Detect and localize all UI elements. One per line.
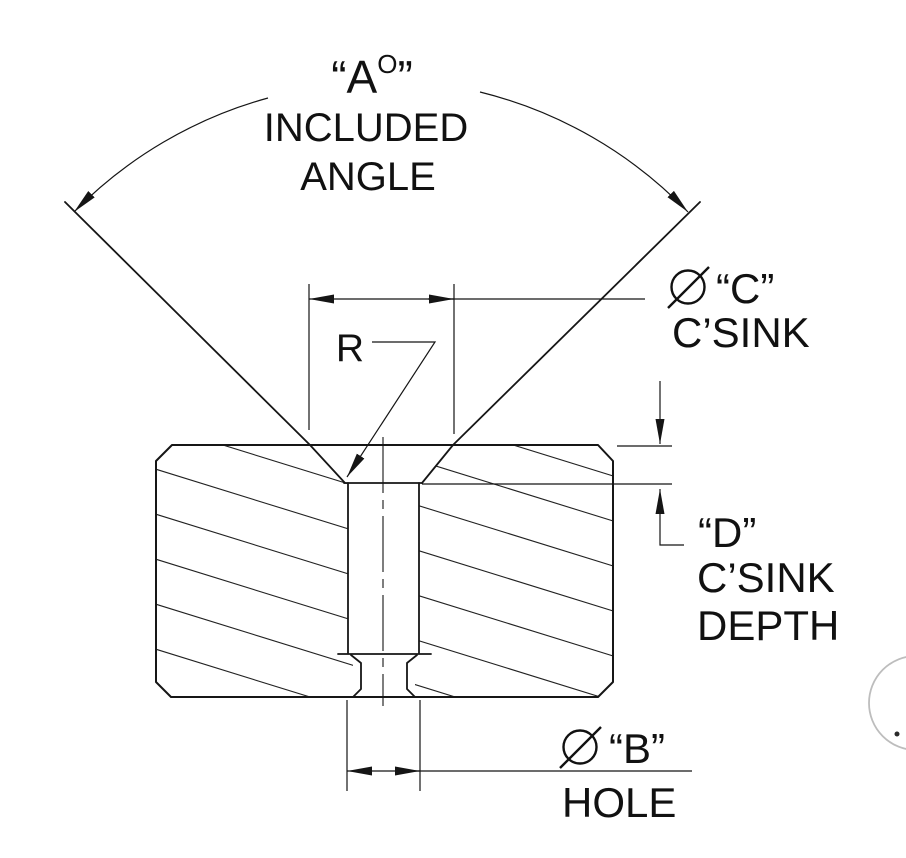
csink-depth-caption1: C’SINK xyxy=(697,554,835,601)
diameter-icon xyxy=(667,266,710,309)
countersink-profile xyxy=(64,201,701,706)
hole-diameter-dimension xyxy=(346,700,692,791)
radius-leader xyxy=(346,341,437,478)
csink-depth-caption2: DEPTH xyxy=(697,602,839,649)
pilot-wall-right xyxy=(406,654,418,698)
included-angle-line3: ANGLE xyxy=(300,155,436,199)
scan-artifact xyxy=(868,656,906,750)
angle-arc-left xyxy=(73,97,269,213)
csink-depth-value: “D” xyxy=(698,509,756,556)
hole-cutout xyxy=(310,446,453,697)
included-angle-dimension xyxy=(73,91,689,213)
csink-diameter-dimension xyxy=(308,284,645,434)
hole-diameter-caption: HOLE xyxy=(562,779,676,826)
csink-wall-left xyxy=(64,201,346,484)
angle-arc-right xyxy=(479,91,689,213)
csink-depth-dimension xyxy=(655,381,684,546)
csink-diameter-value: “C” xyxy=(716,265,774,312)
arrow-up-with-leader xyxy=(655,489,684,546)
diameter-icon xyxy=(559,726,602,769)
hole-diameter-value: “B” xyxy=(609,725,665,772)
csink-diameter-caption: C’SINK xyxy=(672,309,810,356)
block-outline xyxy=(155,444,614,698)
radius-label: R xyxy=(336,327,364,370)
included-angle-symbol: “AO” xyxy=(331,49,413,103)
pilot-wall-left xyxy=(350,654,362,698)
included-angle-line2: INCLUDED xyxy=(264,106,468,150)
csink-wall-right xyxy=(421,201,701,484)
